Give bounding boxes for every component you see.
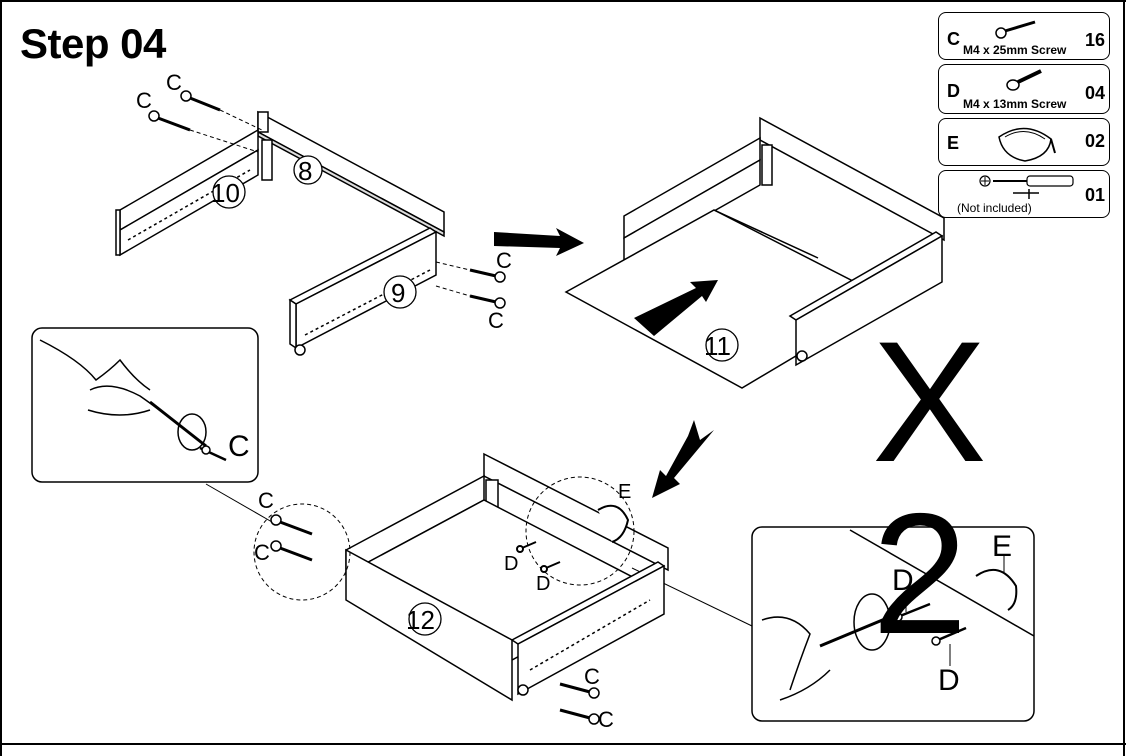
- arrow-down-left-icon: [652, 420, 714, 498]
- label-c: C: [228, 430, 250, 463]
- hardware-letter: D: [947, 81, 960, 101]
- label-c: C: [496, 248, 512, 273]
- hardware-letter: E: [947, 133, 960, 153]
- hardware-name: M4 x 25mm Screw: [963, 43, 1067, 57]
- part-label-9: 9: [391, 278, 405, 308]
- quantity-multiplier: X 2: [872, 306, 997, 670]
- part-label-11: 11: [704, 331, 731, 361]
- hardware-name: M4 x 13mm Screw: [963, 97, 1067, 111]
- hardware-qty: 16: [1084, 30, 1105, 50]
- hardware-letter: C: [947, 29, 960, 49]
- step-title: Step 04: [20, 20, 166, 67]
- label-c: C: [166, 70, 182, 95]
- hardware-item-tool: 01 (Not included): [938, 170, 1110, 218]
- part-label-12: 12: [406, 605, 435, 635]
- cup-handle-icon: [597, 504, 630, 543]
- label-c: C: [254, 540, 270, 565]
- screwdriver-icon: [979, 175, 1074, 199]
- hardware-note: (Not included): [957, 201, 1032, 215]
- hardware-item-e: E 02: [938, 118, 1110, 166]
- part-label-8: 8: [298, 156, 312, 186]
- label-c: C: [136, 88, 152, 113]
- hardware-qty: 02: [1084, 131, 1105, 151]
- hardware-item-c: C M4 x 25mm Screw 16: [938, 12, 1110, 60]
- label-d: D: [892, 564, 914, 597]
- label-e: E: [618, 481, 631, 503]
- screw-d-icon: [516, 541, 561, 573]
- label-c: C: [598, 707, 614, 732]
- arrow-up-icon: [634, 280, 718, 336]
- label-c: C: [584, 664, 600, 689]
- arrow-right-icon: [494, 228, 584, 256]
- long-screw-icon: [995, 20, 1036, 39]
- assembled-drawer: [344, 452, 669, 702]
- label-d: D: [938, 664, 960, 697]
- label-d: D: [536, 573, 550, 595]
- label-d: D: [504, 553, 518, 575]
- label-c: C: [488, 308, 504, 333]
- screw-c-icon: [270, 514, 313, 562]
- hardware-item-d: D M4 x 13mm Screw 04: [938, 64, 1110, 114]
- inset-detail-c: [31, 327, 259, 483]
- label-e: E: [992, 530, 1012, 563]
- hardware-qty: 01: [1084, 185, 1105, 205]
- label-c: C: [258, 488, 274, 513]
- cup-handle-icon: [998, 127, 1056, 162]
- screw-c-icon: [148, 90, 263, 153]
- inset-detail-e: [751, 526, 1035, 722]
- exploded-frame: [115, 110, 445, 356]
- frame-with-panel: [564, 116, 945, 389]
- screw-c-icon: [559, 682, 600, 725]
- part-label-10: 10: [211, 178, 240, 208]
- hardware-qty: 04: [1084, 83, 1105, 103]
- screw-c-icon: [435, 261, 506, 309]
- short-screw-icon: [1006, 69, 1042, 91]
